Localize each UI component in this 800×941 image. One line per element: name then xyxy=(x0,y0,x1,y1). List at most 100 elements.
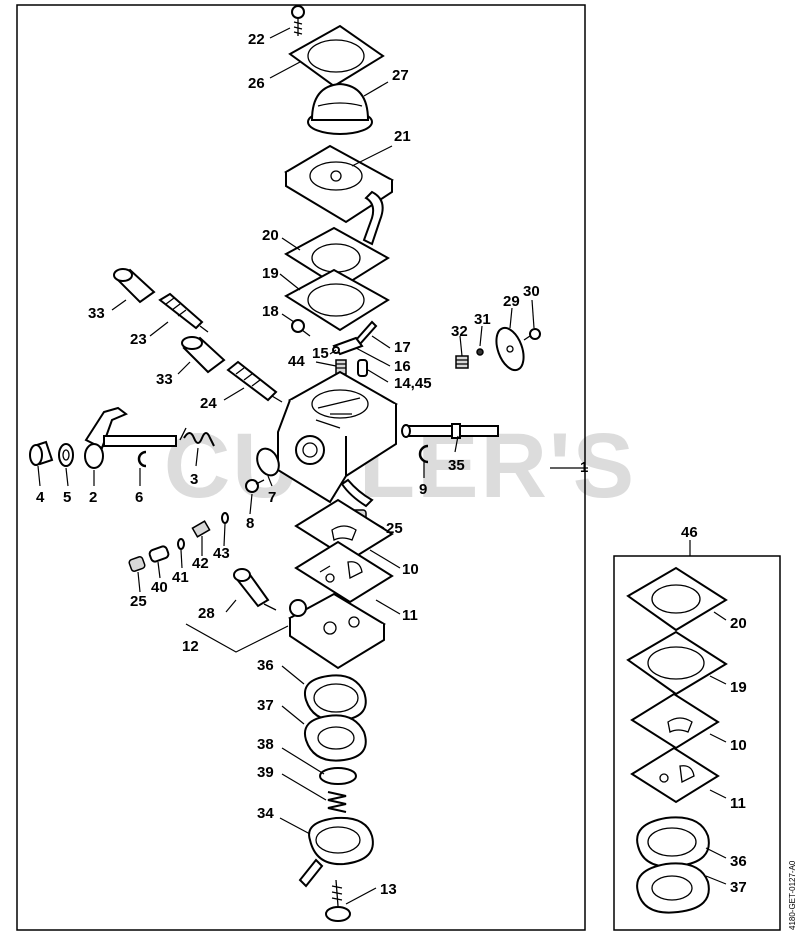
watermark: CUTLER'S xyxy=(164,415,636,517)
kit-callout-19: 19 xyxy=(730,679,747,696)
callout-7: 7 xyxy=(268,489,276,506)
callout-labels: 22 26 27 21 20 19 33 23 18 17 15 16 44 1… xyxy=(36,31,747,898)
kit-callout-20: 20 xyxy=(730,615,747,632)
part-42-spring xyxy=(191,520,211,538)
callout-35: 35 xyxy=(448,457,465,474)
part-29-throttle-plate xyxy=(495,326,525,372)
part-25-plug-b xyxy=(128,556,146,572)
callout-11: 11 xyxy=(402,607,418,624)
part-8-screw xyxy=(245,479,265,493)
callout-2: 2 xyxy=(89,489,97,506)
callout-27: 27 xyxy=(392,67,409,84)
part-27-primer-bulb xyxy=(307,82,373,135)
callout-20: 20 xyxy=(262,227,279,244)
callout-5: 5 xyxy=(63,489,71,506)
part-43-o-ring xyxy=(221,512,229,524)
part-28-fitting xyxy=(233,568,277,611)
callout-17: 17 xyxy=(394,339,411,356)
callout-33-b: 33 xyxy=(156,371,173,388)
callout-34: 34 xyxy=(257,805,274,822)
callout-4: 4 xyxy=(36,489,45,506)
part-31-ball xyxy=(476,348,484,356)
part-40-valve xyxy=(148,545,170,563)
callout-22: 22 xyxy=(248,31,265,48)
part-11-gasket xyxy=(294,540,394,604)
kit-part-20 xyxy=(626,566,728,632)
part-38-disc xyxy=(319,767,357,785)
kit-part-37 xyxy=(636,862,710,914)
callout-12: 12 xyxy=(182,638,199,655)
part-41-o-ring xyxy=(177,538,185,550)
callout-33-a: 33 xyxy=(88,305,105,322)
callout-23: 23 xyxy=(130,331,147,348)
callout-37: 37 xyxy=(257,697,274,714)
callout-29: 29 xyxy=(503,293,520,310)
leader-lines xyxy=(37,27,727,905)
part-34-cover xyxy=(298,816,374,888)
callout-38: 38 xyxy=(257,736,274,753)
part-23-adjusting-screw xyxy=(158,292,209,333)
callout-16: 16 xyxy=(394,358,411,375)
main-assembly-label: 1 xyxy=(580,459,588,476)
callout-10: 10 xyxy=(402,561,419,578)
callout-9: 9 xyxy=(419,481,427,498)
part-12-pump-body xyxy=(288,592,386,670)
drawing-code: 4180-GET-0127-A0 xyxy=(788,860,797,930)
callout-25-a: 25 xyxy=(386,520,403,537)
kit-part-19 xyxy=(626,630,728,696)
part-21-pump-cover xyxy=(284,144,394,246)
callout-42: 42 xyxy=(192,555,209,572)
part-7-choke-plate xyxy=(256,447,280,477)
callout-13: 13 xyxy=(380,881,397,898)
callout-44: 44 xyxy=(288,353,305,370)
carburetor-body xyxy=(277,370,398,508)
kit-label: 46 xyxy=(681,524,698,541)
callout-41: 41 xyxy=(172,569,189,586)
part-33-limiter-cap xyxy=(113,268,156,304)
kit-callout-11: 11 xyxy=(730,795,746,812)
callout-31: 31 xyxy=(474,311,491,328)
callout-8: 8 xyxy=(246,515,254,532)
kit-callout-37: 37 xyxy=(730,879,747,896)
callout-39: 39 xyxy=(257,764,274,781)
callout-24: 24 xyxy=(200,395,217,412)
kit-part-11 xyxy=(630,746,720,804)
part-2-choke-lever xyxy=(84,406,177,469)
callout-18: 18 xyxy=(262,303,279,320)
part-37-diaphragm xyxy=(304,714,367,762)
kit-callout-36: 36 xyxy=(730,853,747,870)
part-24-adjusting-screw xyxy=(226,360,283,403)
part-18-screw xyxy=(291,319,311,337)
callout-28: 28 xyxy=(198,605,215,622)
part-4-bushing xyxy=(29,440,54,466)
callout-30: 30 xyxy=(523,283,540,300)
callout-32: 32 xyxy=(451,323,468,340)
callout-25-b: 25 xyxy=(130,593,147,610)
callout-43: 43 xyxy=(213,545,230,562)
callout-6: 6 xyxy=(135,489,143,506)
part-5-washer xyxy=(58,443,74,467)
part-32-spring xyxy=(455,355,469,369)
callout-36: 36 xyxy=(257,657,274,674)
part-6-circlip xyxy=(137,450,147,468)
callout-19: 19 xyxy=(262,265,279,282)
part-30-screw xyxy=(523,328,541,341)
callout-21: 21 xyxy=(394,128,411,145)
callout-14-45: 14,45 xyxy=(394,375,432,392)
part-33-limiter-cap-b xyxy=(181,336,226,374)
part-35-throttle-shaft xyxy=(401,423,499,439)
part-36-gasket xyxy=(304,674,367,722)
callout-40: 40 xyxy=(151,579,168,596)
callout-15: 15 xyxy=(312,345,329,362)
part-13-screw xyxy=(325,879,351,922)
repair-kit-frame xyxy=(613,555,781,931)
kit-callout-10: 10 xyxy=(730,737,747,754)
kit-part-36 xyxy=(636,816,710,868)
callout-3: 3 xyxy=(190,471,198,488)
part-19-gasket xyxy=(284,268,390,332)
part-3-torsion-spring xyxy=(179,427,215,447)
part-39-spring xyxy=(327,791,347,813)
kit-part-10 xyxy=(630,692,720,750)
